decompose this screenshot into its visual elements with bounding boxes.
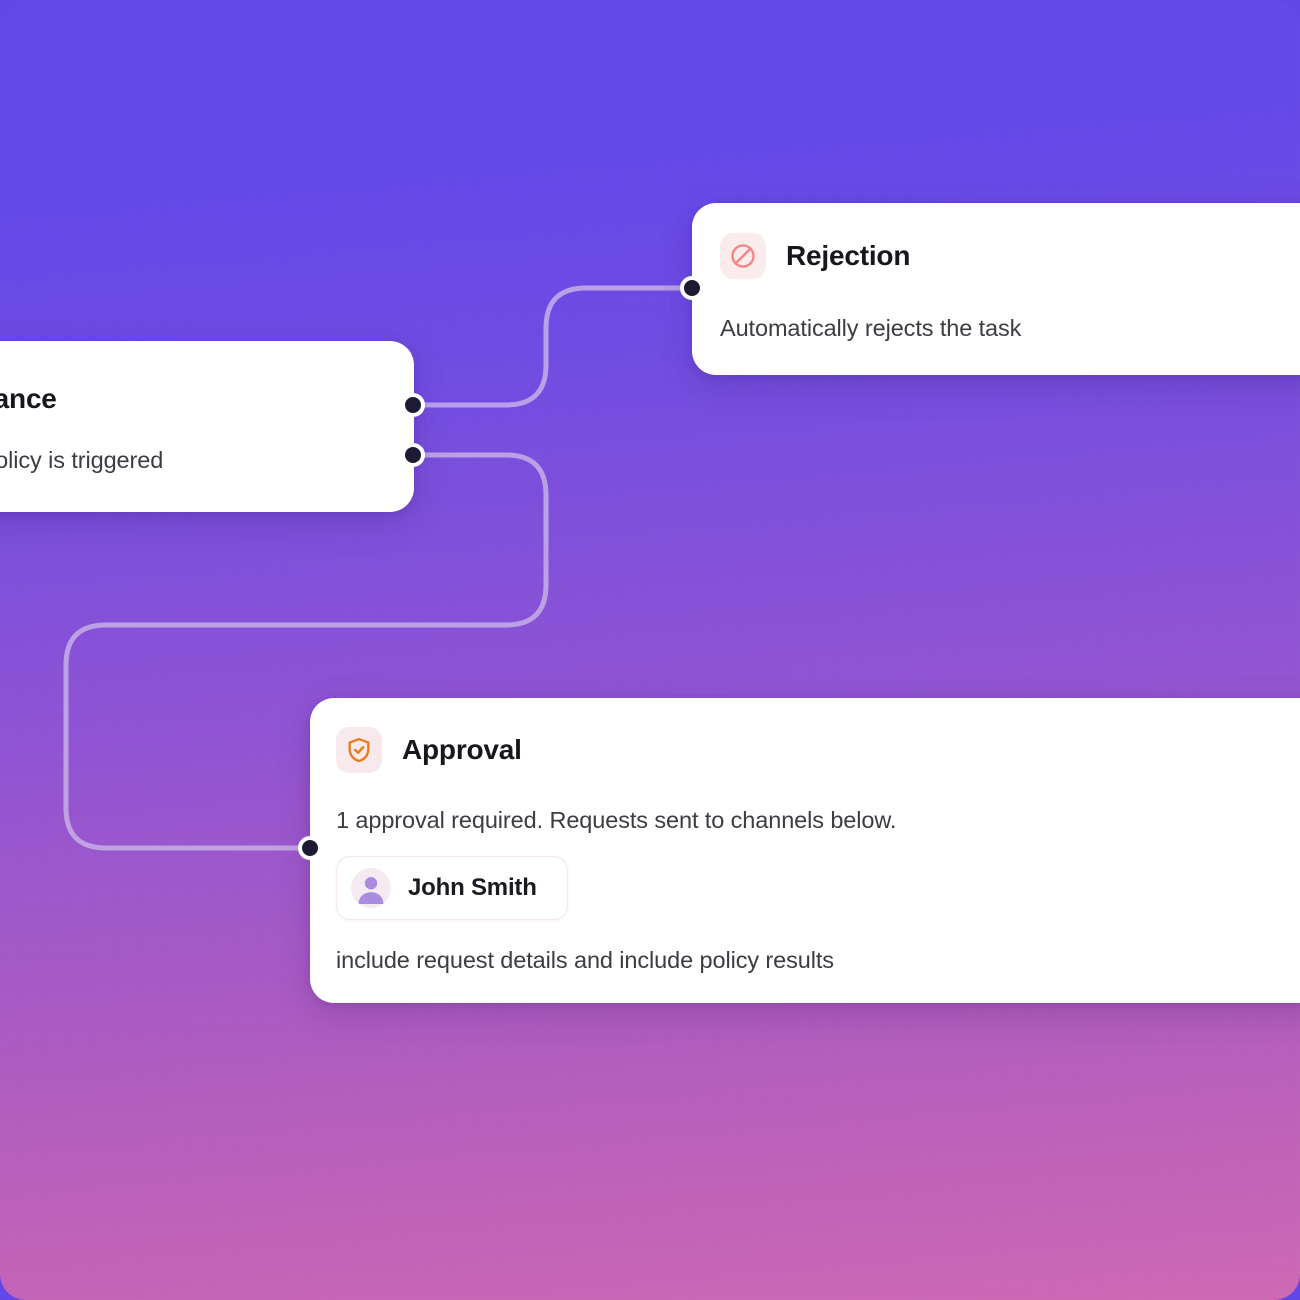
rejection-header: Rejection bbox=[720, 233, 1300, 279]
shield-check-icon bbox=[336, 727, 382, 773]
node-card-compliance[interactable]: ompliance when policy is triggered bbox=[0, 341, 414, 512]
approver-name: John Smith bbox=[408, 874, 537, 901]
rejection-title: Rejection bbox=[786, 240, 911, 271]
rejection-description: Automatically rejects the task bbox=[720, 315, 1022, 341]
compliance-output-port-rejection[interactable] bbox=[401, 393, 425, 417]
approver-chip-john-smith[interactable]: John Smith bbox=[336, 856, 568, 920]
approval-header: Approval bbox=[336, 727, 1300, 773]
approval-footnote: include request details and include poli… bbox=[336, 947, 834, 973]
edge-compliance-to-rejection bbox=[410, 285, 695, 408]
node-card-rejection[interactable]: Rejection Automatically rejects the task bbox=[692, 203, 1300, 375]
compliance-description: when policy is triggered bbox=[0, 447, 164, 473]
person-icon bbox=[351, 868, 391, 908]
compliance-output-port-approval[interactable] bbox=[401, 443, 425, 467]
approval-input-port[interactable] bbox=[298, 836, 322, 860]
approval-title: Approval bbox=[402, 734, 522, 765]
approval-description: 1 approval required. Requests sent to ch… bbox=[336, 807, 897, 833]
compliance-title: ompliance bbox=[0, 383, 57, 414]
ban-icon bbox=[720, 233, 766, 279]
rejection-input-port[interactable] bbox=[680, 276, 704, 300]
node-card-approval[interactable]: Approval 1 approval required. Requests s… bbox=[310, 698, 1300, 1003]
